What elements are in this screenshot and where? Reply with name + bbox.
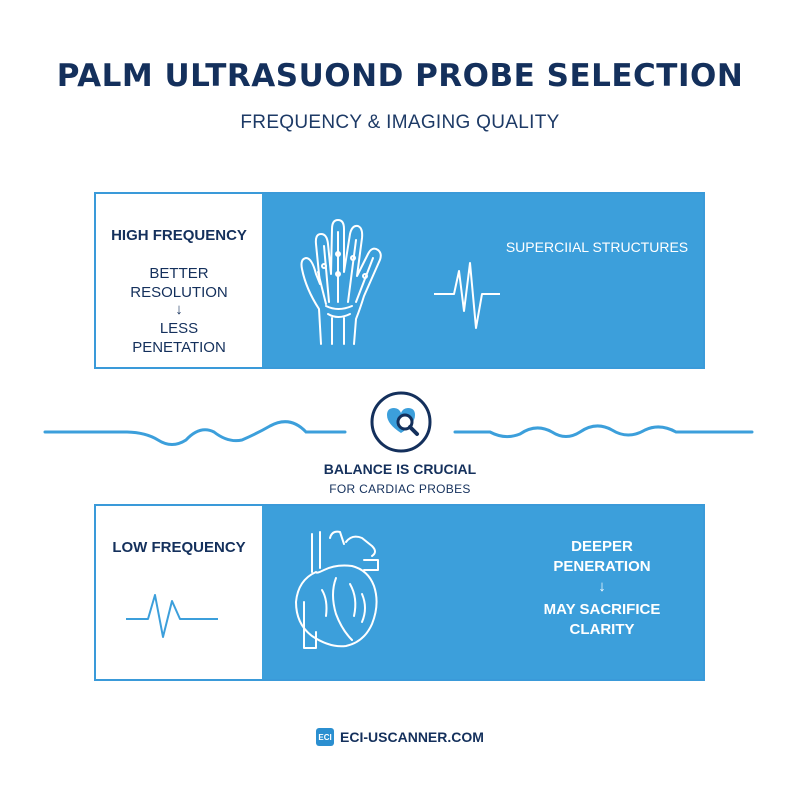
low-frequency-waveform-icon: [126, 594, 218, 638]
hand-xray-icon: [300, 219, 382, 345]
high-frequency-line1: BETTER: [149, 265, 209, 282]
high-frequency-heading: HIGH FREQUENCY: [111, 227, 247, 244]
low-frequency-line4: CLARITY: [569, 621, 635, 638]
low-frequency-card: LOW FREQUENCY DEEPER PENERATION ↓ MAY SA…: [94, 504, 705, 681]
page-subtitle: FREQUENCY & IMAGING QUALITY: [240, 112, 560, 133]
low-frequency-arrow: ↓: [598, 578, 606, 595]
heart-anatomy-icon: [295, 530, 379, 649]
high-frequency-arrow: ↓: [175, 301, 183, 318]
low-frequency-line3: MAY SACRIFICE: [543, 601, 661, 618]
superficial-structures-label: SUPERCIIAL STRUCTURES: [505, 239, 689, 255]
high-frequency-card: HIGH FREQUENCY BETTER RESOLUTION ↓ LESS …: [94, 192, 705, 369]
low-frequency-panel: DEEPER PENERATION ↓ MAY SACRIFICE CLARIT…: [262, 506, 703, 679]
balance-wave-divider: [43, 420, 754, 446]
waveform-icon: [434, 262, 500, 329]
balance-title: BALANCE IS CRUCIAL: [323, 461, 477, 477]
balance-subtitle: FOR CARDIAC PROBES: [329, 482, 471, 496]
footer-website-link[interactable]: ECI-USCANNER.COM: [340, 729, 484, 745]
high-frequency-panel: SUPERCIIAL STRUCTURES: [262, 194, 703, 367]
low-frequency-line1: DEEPER: [571, 538, 633, 555]
footer: ECI ECI-USCANNER.COM: [0, 728, 800, 746]
heart-magnifier-icon: [370, 391, 432, 453]
high-frequency-line2: RESOLUTION: [130, 284, 228, 301]
page-title: PALM ULTRASUOND PROBE SELECTION: [56, 58, 744, 94]
low-frequency-heading: LOW FREQUENCY: [112, 539, 246, 556]
high-frequency-line4: PENETATION: [132, 339, 226, 356]
low-frequency-line2: PENERATION: [553, 558, 651, 575]
high-frequency-line3: LESS: [159, 320, 199, 337]
eci-logo-icon: ECI: [316, 728, 335, 746]
